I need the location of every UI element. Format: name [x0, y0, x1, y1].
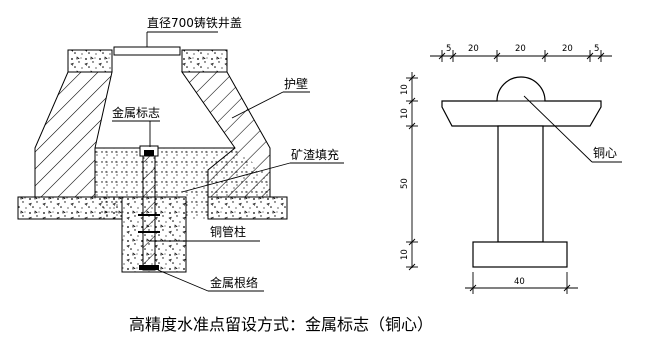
dim-top-20-c: 20 [562, 44, 573, 54]
label-guard-wall: 护壁 [284, 76, 308, 91]
copper-core-base [472, 241, 568, 268]
wall-rim-left [67, 49, 113, 73]
dimension-text: 5 20 20 20 5 10 10 50 10 40 [400, 44, 599, 287]
label-metal-root: 金属根络 [210, 275, 258, 290]
dim-top-20-b: 20 [515, 44, 526, 54]
left-annotations: 直径700铸铁井盖 护壁 金属标志 矿渣填充 铜管柱 金属根络 [112, 15, 344, 292]
ground-slab-right [207, 196, 288, 220]
metal-mark-rod [142, 149, 156, 271]
dim-left-10-c: 10 [400, 249, 410, 260]
label-manhole-cover: 直径700铸铁井盖 [147, 15, 242, 30]
copper-core-head [441, 76, 602, 127]
dim-bottom-40: 40 [514, 277, 525, 287]
dim-left-50: 50 [400, 178, 410, 189]
guard-wall-right [181, 71, 271, 198]
dim-left-10-b: 10 [400, 108, 410, 119]
wall-rim-right [181, 49, 228, 73]
label-metal-mark: 金属标志 [112, 105, 160, 120]
manhole-cover [113, 46, 181, 56]
copper-core-shaft [497, 125, 544, 243]
dim-top-20-a: 20 [468, 44, 479, 54]
label-copper-core: 铜心 [593, 145, 617, 160]
label-slag-fill: 矿渣填充 [291, 147, 339, 162]
dim-top-5-left: 5 [446, 44, 451, 54]
copper-core-detail [441, 76, 602, 268]
label-copper-pipe: 铜管柱 [210, 224, 246, 239]
figure-caption: 高精度水准点留设方式：金属标志（铜心） [129, 315, 433, 334]
right-annotations: 铜心 [523, 95, 622, 163]
well-section [17, 46, 288, 273]
dimensions [406, 50, 612, 294]
dim-top-5-right: 5 [594, 44, 599, 54]
dim-left-10-a: 10 [400, 84, 410, 95]
metal-root [139, 265, 159, 270]
